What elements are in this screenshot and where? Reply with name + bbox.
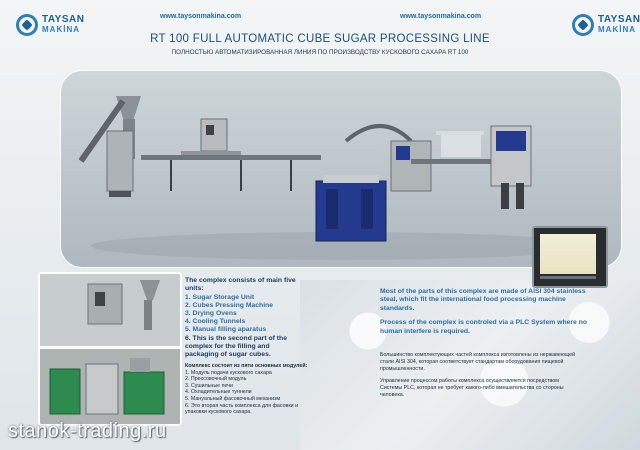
plc-monitor <box>532 226 608 288</box>
list-item: 5. Мануальный фасовочный механизм <box>185 395 281 402</box>
complex-outro: 6. This is the second part of the comple… <box>185 335 287 358</box>
plc-screen <box>540 234 596 274</box>
list-item: 4. Охладительные туннели <box>185 389 252 396</box>
logo-sub: MAKİNA <box>598 25 636 34</box>
complex-units-en: The complex consists of main five units:… <box>185 277 305 359</box>
page-title: RT 100 FULL AUTOMATIC CUBE SUGAR PROCESS… <box>150 33 490 45</box>
sugar-cubes-background <box>300 280 640 450</box>
factory-photo <box>38 272 182 426</box>
specs-material-en: Most of the parts of this complex are ma… <box>380 288 586 312</box>
logo-sub: MAKİNA <box>42 25 80 34</box>
list-item: 3. Сушильные печи <box>185 382 233 389</box>
url-left[interactable]: www.taysonmakina.com <box>160 13 242 20</box>
taysan-logo-icon <box>572 14 594 36</box>
list-item: 2. Прессовочный модуль <box>185 376 247 383</box>
machine-line-illustration <box>60 70 622 268</box>
page-subtitle: ПОЛНОСТЬЮ АВТОМАТИЗИРОВАННАЯ ЛИНИЯ ПО ПР… <box>171 49 469 56</box>
list-item: 6. Это вторая часть комплекса для фасовк… <box>185 402 299 416</box>
factory-photo-drawing <box>40 274 180 424</box>
specs-ru: Большинство комплектующих частей комплек… <box>380 352 580 405</box>
list-item: 3. Drying Ovens <box>185 310 237 317</box>
taysan-logo-icon <box>16 14 38 36</box>
complex-units-ru: Комплекс состоит из пяти основных модуле… <box>185 363 310 416</box>
specs-material-ru: Большинство комплектующих частей комплек… <box>380 352 576 372</box>
url-right[interactable]: www.taysonmakina.com <box>400 13 482 20</box>
specs-en: Most of the parts of this complex are ma… <box>380 288 595 342</box>
list-item: 5. Manual filling aparatus <box>185 326 267 333</box>
watermark: stanok-trading.ru <box>8 420 167 442</box>
logo-left: TAYSAN MAKİNA <box>16 14 84 36</box>
specs-plc-ru: Управление процессом работы комплекса ос… <box>380 378 564 398</box>
machine-line-drawing <box>78 96 591 260</box>
list-item: 2. Cubes Pressing Machine <box>185 302 274 309</box>
specs-plc-en: Process of the complex is controled via … <box>380 319 587 335</box>
logo-name: TAYSAN <box>42 14 85 25</box>
list-item: 1. Sugar Storage Unit <box>185 294 255 301</box>
list-item: 4. Cooling Tunnels <box>185 318 246 325</box>
complex-intro: The complex consists of main five units: <box>185 277 296 292</box>
logo-name: TAYSAN <box>598 14 640 25</box>
logo-right: TAYSAN MAKİNA <box>572 14 640 36</box>
plc-keypad <box>540 276 596 279</box>
complex-ru-head: Комплекс состоит из пяти основных модуле… <box>185 363 308 369</box>
list-item: 1. Модуль подачи кускового сахара <box>185 369 272 376</box>
